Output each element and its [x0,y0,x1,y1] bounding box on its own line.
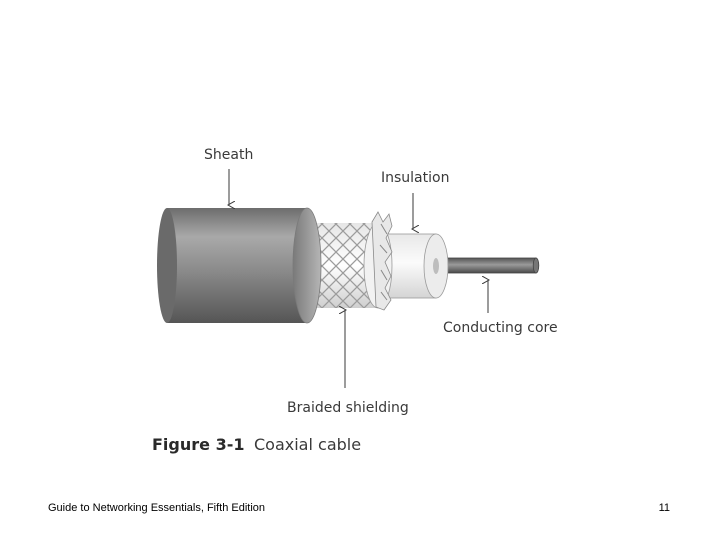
footer-book-title: Guide to Networking Essentials, Fifth Ed… [48,502,266,514]
sheath-label: Sheath [204,147,253,163]
footer-page-number: 11 [658,502,670,514]
sheath [157,207,322,324]
conducting-core [435,257,540,274]
conducting-core-label: Conducting core [443,320,558,336]
figure-number: Figure 3-1 [152,435,244,454]
braided-shielding-label: Braided shielding [287,400,409,416]
insulation-label: Insulation [381,170,449,186]
figure-caption: Coaxial cable [254,435,361,454]
